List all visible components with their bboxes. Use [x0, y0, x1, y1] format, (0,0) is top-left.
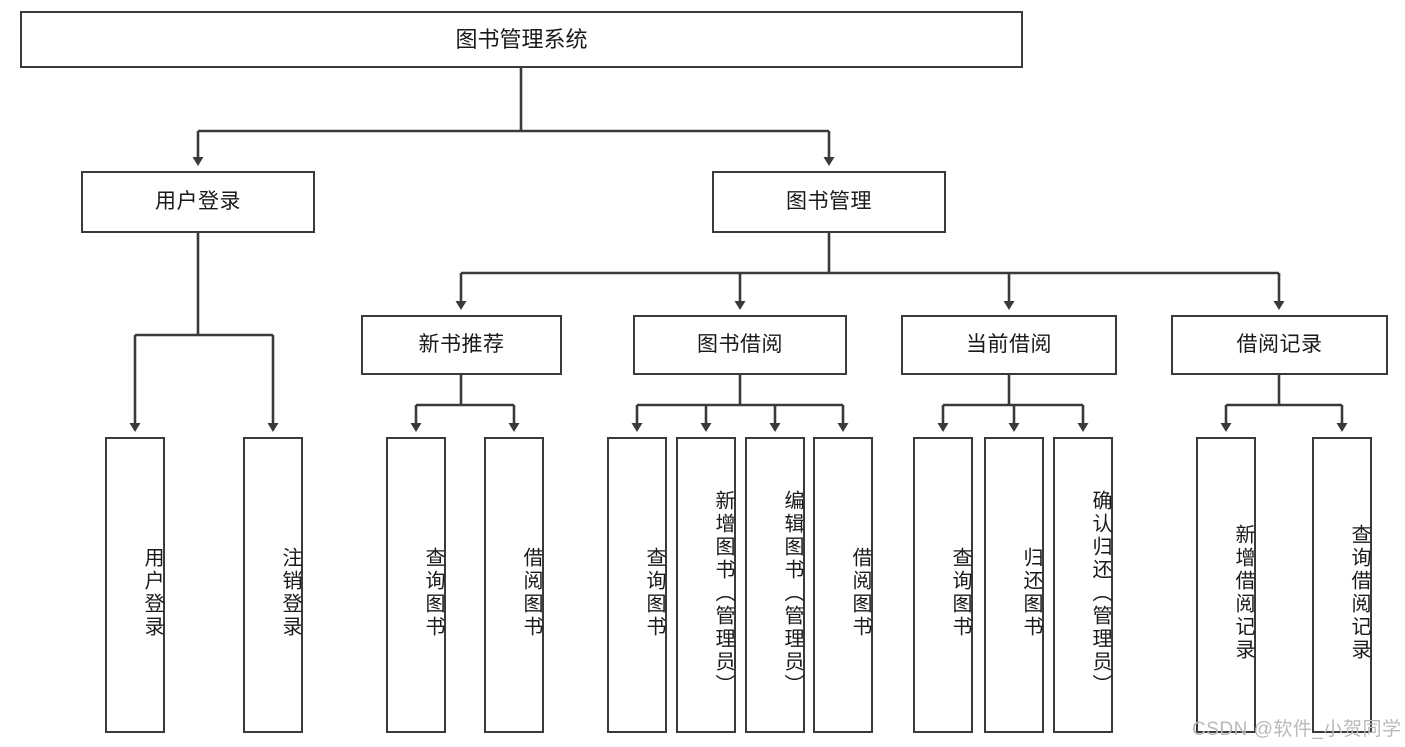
node-leaf-borrow-book[interactable]: 借阅图书 [813, 437, 873, 733]
node-current-borrow[interactable]: 当前借阅 [901, 315, 1117, 375]
node-leaf-query-book-rec[interactable]: 查询图书 [386, 437, 446, 733]
node-root[interactable]: 图书管理系统 [20, 11, 1023, 68]
node-leaf-add-record-label: 新增借阅记录 [1232, 524, 1254, 662]
node-leaf-return-book[interactable]: 归还图书 [984, 437, 1044, 733]
node-leaf-query-book-current-label: 查询图书 [949, 547, 971, 639]
node-user-login[interactable]: 用户登录 [81, 171, 315, 233]
node-leaf-add-book[interactable]: 新增图书（管理员） [676, 437, 736, 733]
node-leaf-borrow-book-rec[interactable]: 借阅图书 [484, 437, 544, 733]
node-book-borrow-label: 图书借阅 [697, 332, 783, 356]
node-leaf-query-book-borrow[interactable]: 查询图书 [607, 437, 667, 733]
node-book-manage[interactable]: 图书管理 [712, 171, 946, 233]
node-new-book-rec[interactable]: 新书推荐 [361, 315, 562, 375]
node-book-borrow[interactable]: 图书借阅 [633, 315, 847, 375]
node-leaf-user-login[interactable]: 用户登录 [105, 437, 165, 733]
node-leaf-query-book-rec-label: 查询图书 [422, 547, 444, 639]
node-leaf-query-record[interactable]: 查询借阅记录 [1312, 437, 1372, 733]
node-leaf-return-book-label: 归还图书 [1020, 547, 1042, 639]
node-leaf-borrow-book-label: 借阅图书 [849, 547, 871, 639]
node-leaf-user-login-label: 用户登录 [141, 547, 163, 639]
csdn-watermark: CSDN @软件_小贺同学 [1192, 719, 1402, 740]
node-borrow-record-label: 借阅记录 [1236, 332, 1323, 356]
node-leaf-edit-book-label: 编辑图书（管理员） [781, 489, 803, 697]
node-leaf-query-record-label: 查询借阅记录 [1348, 524, 1370, 662]
node-borrow-record[interactable]: 借阅记录 [1171, 315, 1388, 375]
node-leaf-borrow-book-rec-label: 借阅图书 [520, 547, 542, 639]
node-leaf-query-book-current[interactable]: 查询图书 [913, 437, 973, 733]
node-new-book-rec-label: 新书推荐 [418, 332, 505, 356]
node-leaf-add-record[interactable]: 新增借阅记录 [1196, 437, 1256, 733]
node-leaf-confirm-return[interactable]: 确认归还（管理员） [1053, 437, 1113, 733]
node-leaf-user-logout[interactable]: 注销登录 [243, 437, 303, 733]
node-leaf-add-book-label: 新增图书（管理员） [712, 489, 734, 697]
node-user-login-label: 用户登录 [155, 189, 241, 213]
node-leaf-confirm-return-label: 确认归还（管理员） [1089, 489, 1111, 697]
node-current-borrow-label: 当前借阅 [966, 332, 1052, 356]
node-leaf-edit-book[interactable]: 编辑图书（管理员） [745, 437, 805, 733]
node-book-manage-label: 图书管理 [786, 189, 872, 213]
node-root-label: 图书管理系统 [455, 26, 588, 52]
node-leaf-user-logout-label: 注销登录 [279, 547, 301, 639]
node-leaf-query-book-borrow-label: 查询图书 [643, 547, 665, 639]
